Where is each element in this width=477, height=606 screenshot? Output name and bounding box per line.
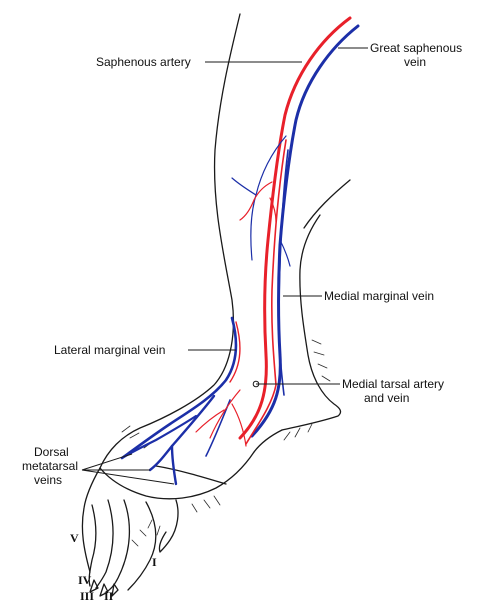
digit-label-iii: III	[80, 589, 94, 603]
hock-contour	[254, 430, 282, 452]
label-great-saphenous-vein-line1: Great saphenous	[370, 41, 462, 55]
lateral-leg-edge	[100, 14, 240, 468]
label-dorsal-metatarsal-line3: veins	[34, 473, 62, 487]
label-great-saphenous-vein-line2: vein	[404, 55, 426, 69]
digit-label-ii: II	[104, 589, 114, 603]
dorsal-metatarsal-vein-3	[122, 416, 196, 458]
digit-iii-outline	[106, 500, 129, 592]
label-lateral-marginal-vein: Lateral marginal vein	[54, 343, 165, 357]
label-medial-tarsal-line2: and vein	[364, 391, 409, 405]
paw-artery-twig-2	[232, 404, 246, 446]
paw-surface-contour	[156, 466, 226, 484]
vein-branch-upper-right	[280, 240, 290, 266]
limb-outline	[82, 14, 350, 596]
label-dorsal-metatarsal-line1: Dorsal	[34, 445, 69, 459]
tendon-contour	[304, 180, 350, 228]
digit-iv-outline	[96, 500, 113, 588]
hair-strokes	[122, 340, 330, 546]
vein-branch-upper-left	[232, 178, 256, 195]
label-medial-tarsal-line1: Medial tarsal artery	[342, 377, 444, 391]
labels: Saphenous artery Great saphenous vein Me…	[22, 41, 462, 487]
digit-label-i: I	[152, 555, 157, 569]
digit-i-outline	[159, 500, 178, 552]
medial-leg-edge	[282, 215, 341, 430]
digit-ii-outline	[128, 502, 156, 590]
digit-label-iv: IV	[78, 573, 92, 587]
saphenous-artery-path	[240, 18, 350, 438]
label-medial-marginal-vein: Medial marginal vein	[324, 289, 434, 303]
vessels	[122, 18, 358, 484]
label-saphenous-artery: Saphenous artery	[96, 55, 191, 69]
digit-label-v: V	[70, 531, 79, 545]
dorsal-metatarsal-vein-2	[172, 446, 176, 484]
leader-lines	[82, 48, 368, 484]
label-dorsal-metatarsal-line2: metatarsal	[22, 459, 78, 473]
